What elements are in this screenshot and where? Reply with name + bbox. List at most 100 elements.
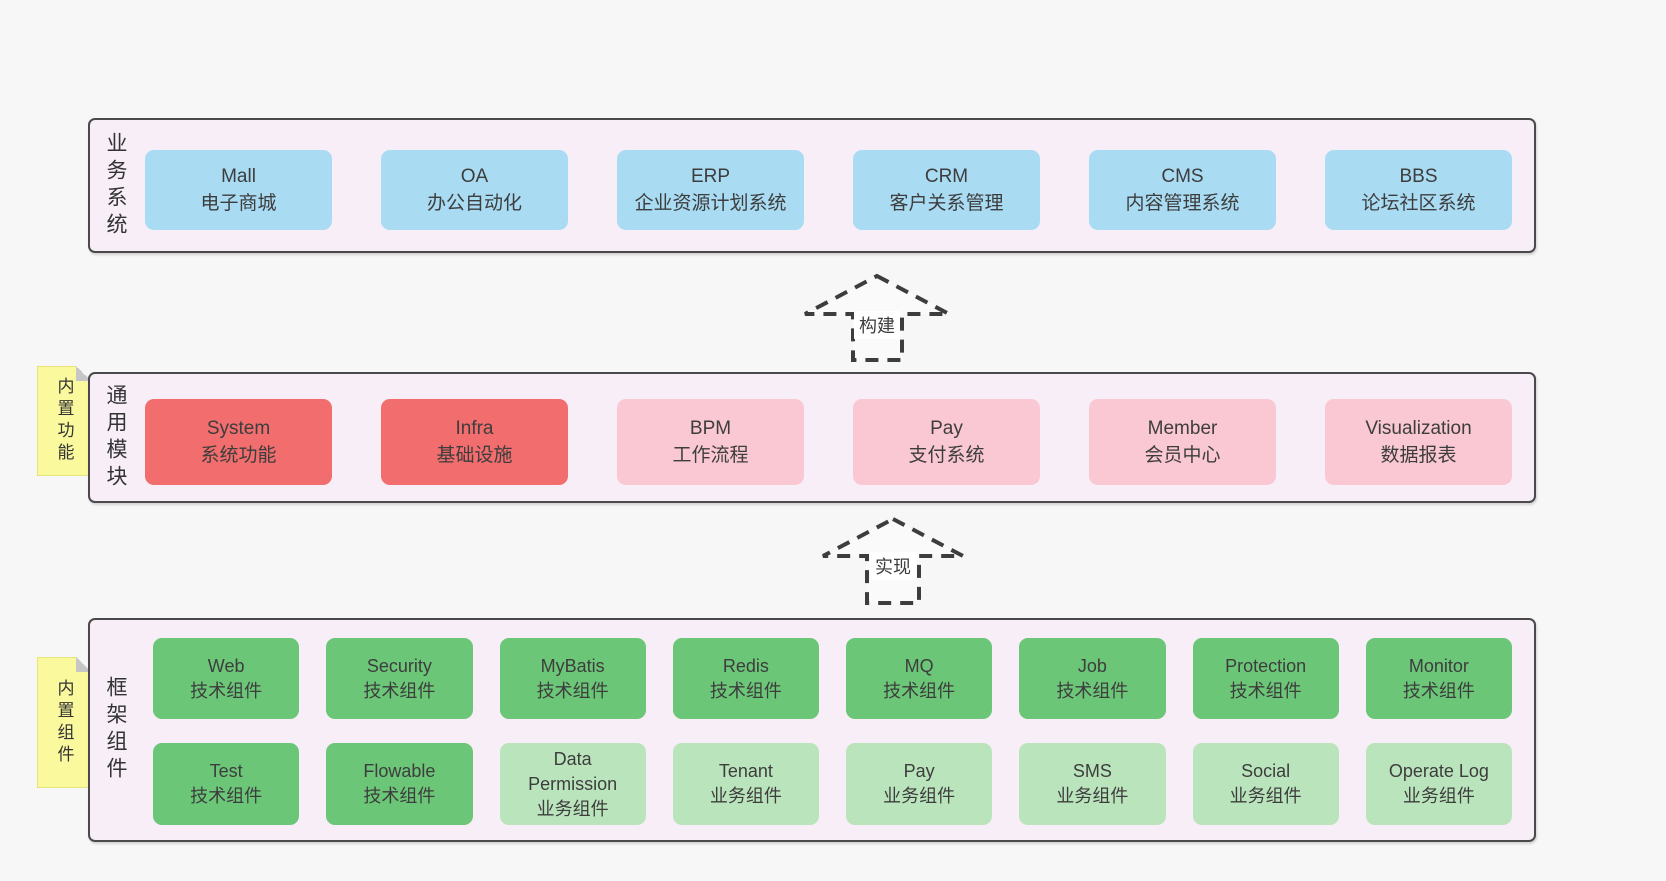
- box-flowable: Flowable 技术组件: [326, 743, 473, 825]
- box-mybatis: MyBatis 技术组件: [499, 638, 646, 719]
- box-subtitle: 技术组件: [883, 680, 956, 701]
- note-text: 内置组件: [54, 678, 74, 767]
- box-subtitle: 技术组件: [536, 680, 609, 701]
- box-subtitle: 技术组件: [1056, 680, 1129, 701]
- box-title: Monitor: [1408, 655, 1469, 676]
- section-framework-components: 框架组件 Web 技术组件 Security 技术组件 MyBatis 技术组件…: [88, 618, 1536, 842]
- box-subtitle: 技术组件: [1402, 680, 1475, 701]
- section-components-label: 框架组件: [104, 676, 127, 784]
- components-box-row-1: Web 技术组件 Security 技术组件 MyBatis 技术组件 Redi…: [153, 638, 1512, 719]
- box-subtitle: 企业资源计划系统: [634, 193, 787, 214]
- implement-arrow-label: 实现: [870, 552, 916, 580]
- sticky-note-built-in-components: 内置组件: [37, 657, 91, 788]
- box-web: Web 技术组件: [153, 638, 300, 719]
- box-title: Infra: [455, 418, 494, 439]
- box-tenant: Tenant 业务组件: [672, 743, 819, 825]
- build-arrow-label: 构建: [854, 311, 900, 339]
- box-cms: CMS 内容管理系统: [1089, 150, 1276, 230]
- section-modules-label: 通用模块: [104, 383, 127, 492]
- box-redis: Redis 技术组件: [672, 638, 819, 719]
- box-subtitle: 技术组件: [1229, 680, 1302, 701]
- box-title: MyBatis: [540, 655, 605, 676]
- box-job: Job 技术组件: [1019, 638, 1166, 719]
- box-oa: OA 办公自动化: [381, 150, 568, 230]
- box-title: OA: [460, 166, 489, 187]
- section-business-systems: 业务系统 Mall 电子商城 OA 办公自动化 ERP 企业资源计划系统 CRM…: [88, 118, 1536, 253]
- box-bbs: BBS 论坛社区系统: [1325, 150, 1512, 230]
- box-title: Social: [1241, 761, 1291, 781]
- box-title: CMS: [1161, 166, 1204, 187]
- box-subtitle: 办公自动化: [426, 193, 522, 214]
- box-bpm: BPM 工作流程: [617, 399, 804, 485]
- box-subtitle: 技术组件: [363, 786, 436, 806]
- section-business-label: 业务系统: [104, 131, 127, 240]
- box-title: CRM: [924, 166, 969, 187]
- modules-box-row: System 系统功能 Infra 基础设施 BPM 工作流程 Pay 支付系统…: [145, 399, 1512, 485]
- box-subtitle: 业务组件: [1056, 786, 1129, 806]
- box-protection: Protection 技术组件: [1192, 638, 1339, 719]
- box-title: Flowable: [363, 761, 436, 781]
- box-title: Job: [1077, 655, 1107, 676]
- box-subtitle: 会员中心: [1144, 445, 1221, 466]
- box-subtitle: 技术组件: [709, 680, 782, 701]
- box-subtitle: 工作流程: [672, 445, 749, 466]
- box-subtitle: 数据报表: [1380, 445, 1457, 466]
- box-subtitle: 电子商城: [200, 193, 277, 214]
- box-subtitle: 业务组件: [883, 786, 956, 806]
- sticky-note-built-in-functions: 内置功能: [37, 366, 91, 476]
- box-subtitle: 论坛社区系统: [1361, 193, 1476, 214]
- box-mall: Mall 电子商城: [145, 150, 332, 230]
- box-operate-log: Operate Log 业务组件: [1365, 743, 1512, 825]
- box-subtitle: 技术组件: [190, 680, 263, 701]
- section-common-modules: 通用模块 System 系统功能 Infra 基础设施 BPM 工作流程 Pay…: [88, 372, 1536, 503]
- box-subtitle: 内容管理系统: [1125, 193, 1240, 214]
- box-crm: CRM 客户关系管理: [853, 150, 1040, 230]
- box-pay-business: Pay 业务组件: [846, 743, 993, 825]
- box-erp: ERP 企业资源计划系统: [617, 150, 804, 230]
- components-box-row-2: Test 技术组件 Flowable 技术组件 Data Permission …: [153, 743, 1512, 825]
- box-title: Test: [209, 761, 243, 781]
- box-subtitle: 客户关系管理: [889, 193, 1004, 214]
- box-title: Mall: [221, 166, 256, 187]
- box-title: Data Permission: [528, 748, 618, 794]
- box-title: Visualization: [1365, 418, 1472, 439]
- box-subtitle: 基础设施: [436, 445, 513, 466]
- box-security: Security 技术组件: [326, 638, 473, 719]
- box-system: System 系统功能: [145, 399, 332, 485]
- box-title: Redis: [722, 655, 769, 676]
- box-title: ERP: [690, 166, 731, 187]
- box-subtitle: 支付系统: [908, 445, 985, 466]
- box-title: BPM: [689, 418, 732, 439]
- box-sms: SMS 业务组件: [1019, 743, 1166, 825]
- box-title: Pay: [930, 418, 963, 439]
- box-subtitle: 业务组件: [1229, 786, 1302, 806]
- box-subtitle: 业务组件: [709, 786, 782, 806]
- box-subtitle: 技术组件: [363, 680, 436, 701]
- box-member: Member 会员中心: [1089, 399, 1276, 485]
- box-mq: MQ 技术组件: [846, 638, 993, 719]
- box-subtitle: 业务组件: [536, 798, 609, 819]
- box-title: SMS: [1072, 761, 1112, 781]
- box-social: Social 业务组件: [1192, 743, 1339, 825]
- box-test: Test 技术组件: [153, 743, 300, 825]
- box-subtitle: 业务组件: [1402, 786, 1475, 806]
- box-title: Protection: [1225, 655, 1307, 676]
- box-title: Security: [366, 655, 432, 676]
- box-data-permission: Data Permission 业务组件: [499, 743, 646, 825]
- box-title: Member: [1147, 418, 1218, 439]
- box-pay: Pay 支付系统: [853, 399, 1040, 485]
- box-infra: Infra 基础设施: [381, 399, 568, 485]
- box-title: Operate Log: [1388, 761, 1489, 781]
- note-text: 内置功能: [54, 377, 74, 465]
- box-title: MQ: [904, 655, 934, 676]
- box-title: Pay: [903, 761, 935, 781]
- box-subtitle: 系统功能: [200, 445, 277, 466]
- box-title: Tenant: [718, 761, 773, 781]
- box-monitor: Monitor 技术组件: [1365, 638, 1512, 719]
- business-box-row: Mall 电子商城 OA 办公自动化 ERP 企业资源计划系统 CRM 客户关系…: [145, 150, 1512, 230]
- box-title: BBS: [1399, 166, 1438, 187]
- box-visualization: Visualization 数据报表: [1325, 399, 1512, 485]
- box-title: Web: [207, 655, 245, 676]
- box-subtitle: 技术组件: [190, 786, 263, 806]
